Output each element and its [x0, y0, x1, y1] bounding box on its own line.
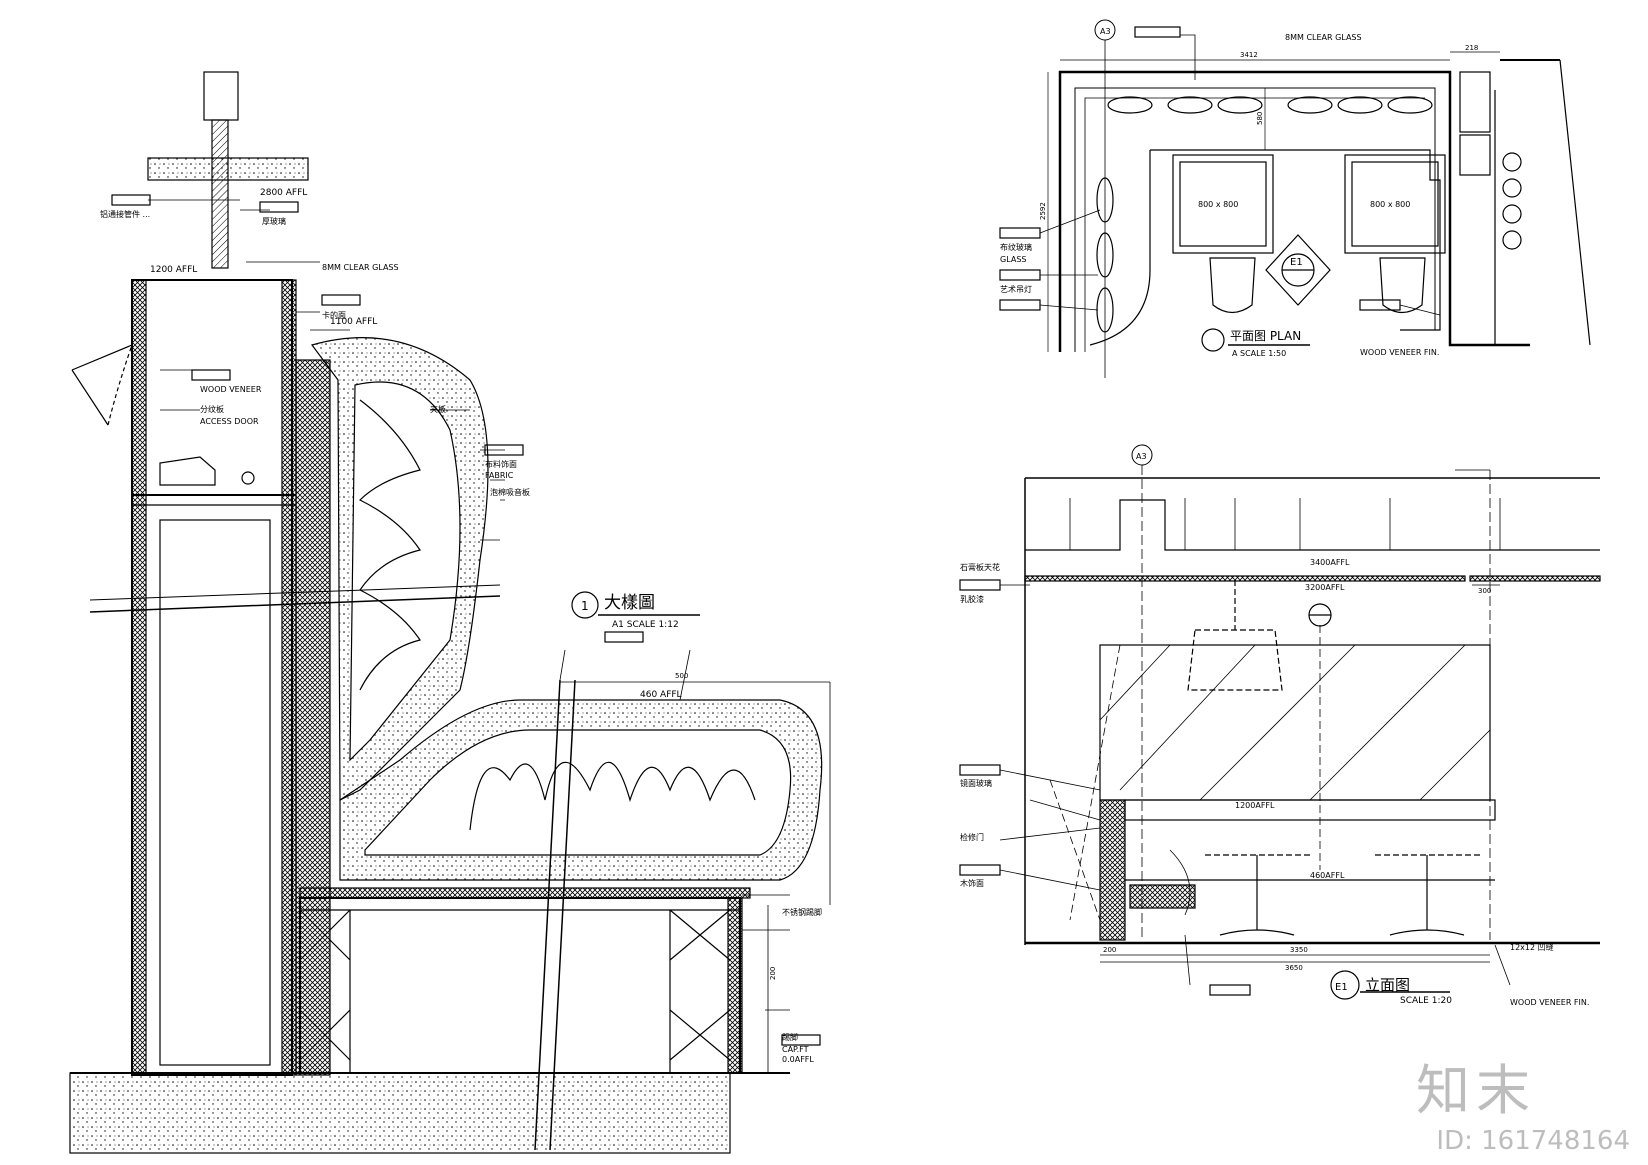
- label-3: 8MM CLEAR GLASS: [322, 263, 399, 272]
- elev-label-5: 木饰面: [960, 878, 984, 888]
- section-text: 2800 AFFL 1200 AFFL 1100 AFFL 460 AFFL 0…: [100, 188, 822, 1064]
- plan-table-2: [1344, 154, 1446, 254]
- plan-grid-label: A3: [1100, 27, 1111, 36]
- plan-table-1: [1172, 154, 1274, 254]
- label-6: 分纹板: [200, 404, 224, 414]
- elev-level-ceil1: 3400AFFL: [1310, 558, 1350, 567]
- plan-label-4: 艺术吊灯: [1000, 284, 1032, 294]
- plan-label-1: 8MM CLEAR GLASS: [1285, 33, 1362, 42]
- plan-drawing: [999, 19, 1591, 378]
- tall-cabinet: [131, 279, 293, 1076]
- elevation-drawing: [959, 444, 1601, 1000]
- plan-label-3: GLASS: [1000, 255, 1026, 264]
- section-marker: [1265, 234, 1331, 306]
- label-1: 铝通接管件 ...: [100, 209, 150, 219]
- level-mid: 1200 AFFL: [150, 265, 197, 275]
- elevation-text: 3400AFFL 3200AFFL 1200AFFL 460AFFL 200 3…: [960, 452, 1589, 1007]
- plan-table-1-label: 800 x 800: [1198, 200, 1238, 209]
- pendant-lamps: [1096, 96, 1433, 333]
- mirror-panel: [1099, 644, 1491, 801]
- elev-level-ceil2: 3200AFFL: [1305, 583, 1345, 592]
- plan-dim-3: 2592: [1039, 202, 1047, 220]
- plan-title: 平面图 PLAN: [1230, 329, 1301, 343]
- label-8: 布料饰面: [485, 459, 517, 469]
- elev-dim-2: 3350: [1290, 946, 1308, 954]
- label-9: FABRIC: [485, 471, 514, 480]
- label-12: 不锈钢踢脚: [782, 907, 822, 917]
- plan-scale: A SCALE 1:50: [1232, 349, 1286, 358]
- elev-dim-4: 300: [1478, 587, 1491, 595]
- section-title: 大樣圖: [604, 593, 655, 613]
- elev-label-1: 石膏板天花: [960, 562, 1000, 572]
- plan-label-2: 布纹玻璃: [1000, 242, 1032, 252]
- plan-label-5: WOOD VENEER FIN.: [1360, 348, 1439, 357]
- elev-grid-label: A3: [1136, 452, 1147, 461]
- level-floor: 0.0AFFL: [782, 1055, 814, 1064]
- plan-dim-2: 218: [1465, 44, 1478, 52]
- section-scale: A1 SCALE 1:12: [612, 620, 679, 630]
- seat-base: [299, 897, 741, 1074]
- floor-slab: [69, 1072, 731, 1154]
- label-11: 夹板: [430, 404, 446, 414]
- label-10: 泡棉吸音板: [490, 487, 530, 497]
- level-seat: 460 AFFL: [640, 690, 682, 700]
- elev-dim-3: 3650: [1285, 964, 1303, 972]
- plan-table-2-label: 800 x 800: [1370, 200, 1410, 209]
- label-2: 厚玻璃: [262, 216, 286, 226]
- plan-ref: E1: [1290, 257, 1303, 268]
- plan-dim-1: 3412: [1240, 51, 1258, 59]
- level-top: 2800 AFFL: [260, 188, 307, 198]
- label-13: 踢脚: [782, 1032, 798, 1042]
- elev-dim-1: 200: [1103, 946, 1116, 954]
- elev-label-7: WOOD VENEER FIN.: [1510, 998, 1589, 1007]
- plan-text: 3412 218 2592 580 800 x 800 800 x 800 平面…: [1000, 27, 1478, 358]
- elev-label-2: 乳胶漆: [960, 594, 984, 604]
- elev-title: 立面图: [1365, 976, 1410, 994]
- label-14: CAP.FT: [782, 1045, 809, 1054]
- elev-label-3: 镜面玻璃: [960, 778, 992, 788]
- elev-level-seat: 460AFFL: [1310, 871, 1345, 880]
- elev-scale: SCALE 1:20: [1400, 996, 1452, 1006]
- section-number: 1: [581, 599, 589, 613]
- elev-level-bench: 1200AFFL: [1235, 801, 1275, 810]
- elev-label-4: 检修门: [960, 832, 984, 842]
- dim-base-h: 200: [769, 967, 777, 980]
- section-number-circle: [571, 591, 599, 619]
- elev-label-6: 12x12 凹缝: [1510, 942, 1554, 952]
- section-detail: [69, 71, 831, 1154]
- elevation-cushion: [1129, 884, 1196, 909]
- label-4: 卡的面: [322, 310, 346, 320]
- level-back: 1100 AFFL: [330, 317, 377, 327]
- watermark-logo: 知末: [1416, 1059, 1536, 1122]
- dim-seat-depth: 500: [675, 672, 688, 680]
- label-7: ACCESS DOOR: [200, 417, 259, 426]
- plan-dim-4: 580: [1256, 112, 1264, 125]
- watermark-id: ID: 161748164: [1436, 1126, 1630, 1156]
- label-5: WOOD VENEER: [200, 385, 262, 394]
- elev-number: E1: [1335, 982, 1348, 993]
